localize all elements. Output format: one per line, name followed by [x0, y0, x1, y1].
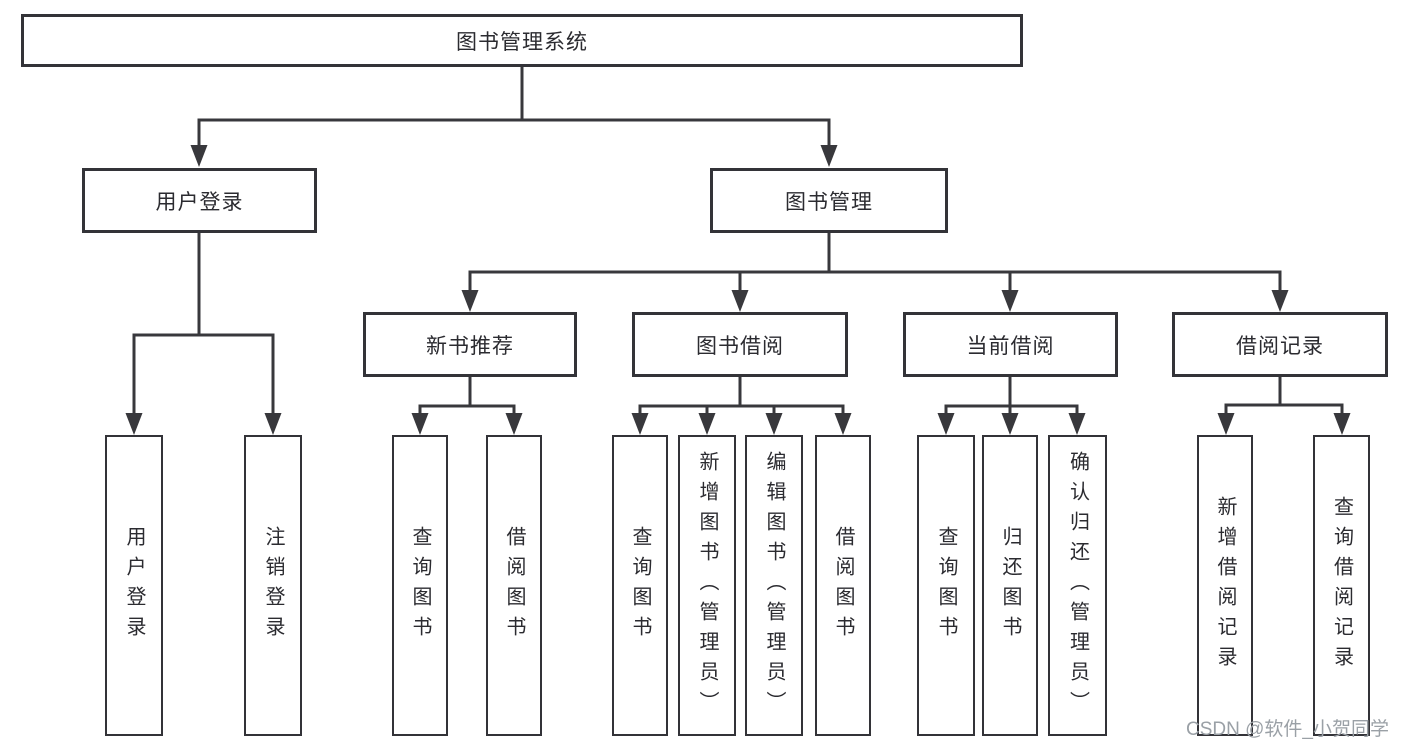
node-user-login: 用户登录: [82, 168, 317, 233]
node-leaf-borrow-books-label: 借阅图书: [832, 525, 854, 646]
node-leaf-return-books-label: 归还图书: [999, 525, 1021, 646]
node-leaf-borrow-books: 借阅图书: [815, 435, 871, 736]
node-leaf-borrow-books-recommend-label: 借阅图书: [503, 525, 525, 646]
node-current-borrowing-label: 当前借阅: [966, 334, 1055, 358]
arrowheads: [125, 145, 1351, 435]
node-leaf-query-books-borrowing-label: 查询图书: [629, 525, 651, 646]
node-book-management: 图书管理: [710, 168, 948, 233]
watermark: CSDN @软件_小贺同学: [1186, 719, 1389, 740]
node-leaf-query-books-current-label: 查询图书: [935, 525, 957, 646]
node-leaf-edit-book-admin: 编辑图书（管理员）: [745, 435, 803, 736]
node-new-book-recommend: 新书推荐: [363, 312, 577, 377]
node-leaf-add-borrow-record-label: 新增借阅记录: [1214, 495, 1236, 676]
node-leaf-confirm-return-admin: 确认归还（管理员）: [1048, 435, 1107, 736]
node-new-book-recommend-label: 新书推荐: [426, 334, 514, 358]
node-leaf-query-books-recommend: 查询图书: [392, 435, 448, 736]
node-leaf-add-book-admin: 新增图书（管理员）: [678, 435, 736, 736]
node-leaf-query-books-borrowing: 查询图书: [612, 435, 668, 736]
node-book-borrowing-label: 图书借阅: [696, 334, 784, 358]
node-root-label: 图书管理系统: [456, 30, 588, 54]
node-leaf-logout: 注销登录: [244, 435, 302, 736]
node-root: 图书管理系统: [21, 14, 1023, 67]
node-borrow-records-label: 借阅记录: [1236, 334, 1324, 358]
node-borrow-records: 借阅记录: [1172, 312, 1388, 377]
node-leaf-query-books-recommend-label: 查询图书: [409, 525, 431, 646]
node-leaf-edit-book-admin-label: 编辑图书（管理员）: [763, 450, 785, 721]
node-book-management-label: 图书管理: [785, 190, 873, 214]
node-book-borrowing: 图书借阅: [632, 312, 848, 377]
node-leaf-query-books-current: 查询图书: [917, 435, 975, 736]
node-leaf-query-borrow-record: 查询借阅记录: [1313, 435, 1370, 736]
node-leaf-borrow-books-recommend: 借阅图书: [486, 435, 542, 736]
node-leaf-add-book-admin-label: 新增图书（管理员）: [696, 450, 718, 721]
node-leaf-add-borrow-record: 新增借阅记录: [1197, 435, 1253, 736]
node-leaf-logout-label: 注销登录: [262, 525, 284, 646]
node-leaf-user-login: 用户登录: [105, 435, 163, 736]
node-user-login-label: 用户登录: [155, 190, 244, 214]
node-leaf-query-borrow-record-label: 查询借阅记录: [1330, 495, 1353, 676]
node-leaf-user-login-label: 用户登录: [123, 525, 145, 646]
node-leaf-confirm-return-admin-label: 确认归还（管理员）: [1066, 450, 1089, 721]
node-current-borrowing: 当前借阅: [903, 312, 1118, 377]
node-leaf-return-books: 归还图书: [982, 435, 1038, 736]
